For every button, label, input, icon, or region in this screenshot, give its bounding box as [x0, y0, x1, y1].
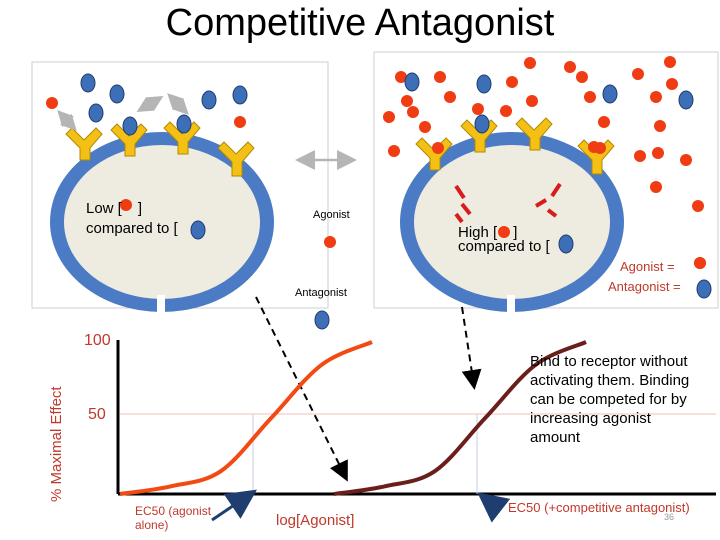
agonist-molecule-icon	[588, 141, 600, 153]
legend-antagonist-icon	[314, 310, 330, 330]
antagonist-molecule-icon	[201, 90, 217, 110]
antagonist-molecule-icon	[122, 116, 138, 136]
ec50-antagonist-arrow	[477, 492, 511, 523]
pointer-arrow-right	[461, 306, 482, 390]
agonist-molecule-icon	[576, 71, 588, 83]
mechanism-description: Bind to receptor without activating them…	[530, 353, 690, 446]
activation-signal	[454, 182, 562, 224]
agonist-molecule-icon	[395, 71, 407, 83]
agonist-molecule-icon	[584, 91, 596, 103]
antagonist-molecule-icon	[404, 72, 420, 92]
agonist-molecule-icon	[664, 56, 676, 68]
agonist-molecule-icon	[694, 257, 706, 269]
antagonist-group	[80, 73, 248, 240]
antagonist-molecule-icon	[476, 74, 492, 94]
agonist-molecule-icon	[506, 76, 518, 88]
agonist-molecule-icon	[650, 91, 662, 103]
agonist-molecule-icon	[654, 120, 666, 132]
agonist-molecule-icon	[524, 57, 536, 69]
agonist-molecule-icon	[652, 147, 664, 159]
agonist-molecule-icon	[434, 71, 446, 83]
y-axis-label: % Maximal Effect	[48, 386, 65, 502]
agonist-molecule-icon	[472, 103, 484, 115]
antagonist-molecule-icon	[176, 114, 192, 134]
left-cell-panel	[31, 61, 329, 317]
compared-antagonist-label: compared to [	[86, 220, 178, 237]
agonist-molecule-icon	[432, 142, 444, 154]
agonist-molecule-icon	[120, 199, 132, 211]
page-number: 36	[664, 512, 675, 522]
agonist-group	[46, 97, 246, 211]
agonist-molecule-icon	[401, 95, 413, 107]
key-agonist-label: Agonist =	[620, 259, 675, 274]
agonist-molecule-icon	[407, 106, 419, 118]
antagonist-molecule-icon	[558, 234, 574, 254]
key-antagonist-icon	[696, 279, 712, 299]
agonist-molecule-icon	[692, 200, 704, 212]
antagonist-molecule-icon	[109, 84, 125, 104]
agonist-molecule-icon	[564, 61, 576, 73]
agonist-molecule-icon	[383, 111, 395, 123]
ec50-agonist-arrow	[211, 489, 257, 522]
agonist-molecule-icon	[234, 116, 246, 128]
antagonist-molecule-icon	[678, 90, 694, 110]
agonist-molecule-icon	[388, 145, 400, 157]
ec50-antagonist-label: EC50 (+competitive antagonist)	[508, 500, 690, 515]
legend-agonist-icon	[324, 236, 336, 248]
y-tick-50: 50	[88, 406, 106, 423]
receptor-icon	[65, 127, 103, 161]
curve-agonist-alone	[119, 340, 373, 496]
key-antagonist-label: Antagonist =	[608, 279, 681, 294]
antagonist-molecule-icon	[190, 220, 206, 240]
antagonist-molecule-icon	[88, 103, 104, 123]
cell-cytoplasm	[64, 145, 260, 299]
y-tick-100: 100	[84, 332, 111, 349]
antagonist-group	[404, 72, 712, 299]
legend-agonist-label: Agonist	[313, 209, 350, 221]
agonist-molecule-icon	[634, 150, 646, 162]
cell-cytoplasm	[414, 145, 610, 299]
right-cell-panel	[373, 51, 719, 317]
antagonist-molecule-icon	[80, 73, 96, 93]
agonist-group	[383, 56, 706, 269]
compared-antagonist-label-right: compared to [	[458, 238, 550, 255]
x-axis-label: log[Agonist]	[276, 512, 355, 529]
curve-with-antagonist	[333, 340, 587, 496]
high-agonist-label: High []	[458, 224, 518, 241]
receptor-icon	[515, 117, 553, 151]
agonist-molecule-icon	[46, 97, 58, 109]
agonist-molecule-icon	[498, 226, 510, 238]
agonist-molecule-icon	[650, 181, 662, 193]
agonist-molecule-icon	[680, 154, 692, 166]
agonist-molecule-icon	[632, 68, 644, 80]
agonist-molecule-icon	[598, 116, 610, 128]
page-title: Competitive Antagonist	[165, 2, 555, 44]
agonist-molecule-icon	[444, 91, 456, 103]
agonist-molecule-icon	[419, 121, 431, 133]
agonist-molecule-icon	[526, 95, 538, 107]
legend-antagonist-label: Antagonist	[295, 287, 347, 299]
antagonist-molecule-icon	[474, 114, 490, 134]
antagonist-molecule-icon	[602, 84, 618, 104]
agonist-molecule-icon	[666, 78, 678, 90]
agonist-molecule-icon	[500, 105, 512, 117]
receptor-icon	[217, 141, 255, 177]
low-agonist-label: Low []	[86, 200, 143, 217]
dose-response-chart	[116, 340, 716, 523]
antagonist-molecule-icon	[232, 85, 248, 105]
